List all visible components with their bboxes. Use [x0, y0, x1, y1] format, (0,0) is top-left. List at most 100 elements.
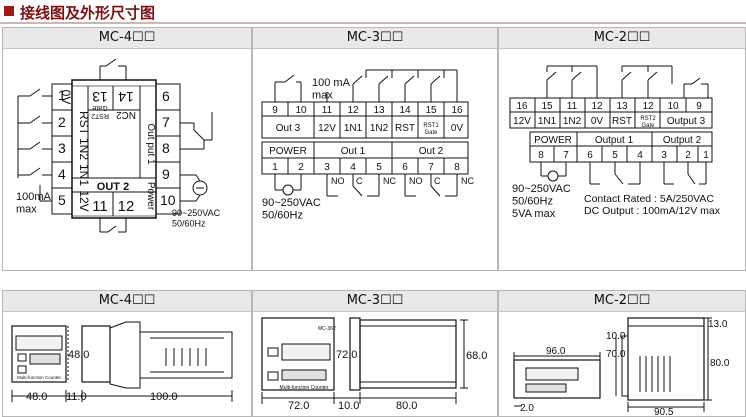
mc2-bottom-number: 3	[661, 150, 667, 161]
mc3-wiring	[261, 69, 469, 197]
mc2-bottom-number: 8	[538, 150, 544, 161]
mc2-bottom-number: 2	[685, 150, 691, 161]
wiring-panel-mc3: MC-3☐☐	[252, 27, 498, 271]
mc2-height-dim: 70.0	[606, 349, 626, 360]
mc4-panel-label: Multi-function Counter	[17, 375, 62, 380]
mc3-top-number: 9	[272, 105, 278, 116]
mc3-top-number: 15	[425, 105, 437, 116]
mc4-left-label: 0V	[59, 90, 73, 105]
mc3-out2-label: Out 2	[419, 146, 444, 157]
mc2-mid-label: 1N2	[563, 116, 582, 127]
mc4-left-number: 4	[58, 166, 66, 182]
mc3-model-label: MC-362	[318, 326, 336, 332]
mc3-bottom-number: 3	[324, 162, 330, 173]
mc3-depth-dim: 80.0	[396, 400, 417, 412]
mc4-dimension-labels: Multi-function Counter 48.0 48.0 11.0 10…	[17, 349, 178, 403]
mc2-bottom-offset-dim: 2.0	[520, 403, 534, 414]
mc4-right-number: 7	[162, 114, 170, 130]
mc3-dimensions	[261, 317, 468, 404]
mc2-side-height-dim: 80.0	[710, 358, 730, 369]
mc3-mid-label: 12V	[318, 123, 336, 134]
mc2-top-number: 9	[696, 101, 702, 112]
mc3-contact-label: C	[356, 176, 363, 186]
mc2-mid-label: 0V	[591, 116, 604, 127]
mc3-width-dim: 72.0	[288, 400, 309, 412]
wiring-panel-mc4: MC-4☐☐	[2, 27, 252, 271]
mc4-left-number: 3	[58, 140, 66, 156]
mc3-bottom-number: 6	[402, 162, 408, 173]
mc2-wiring-labels: 16 15 11 12 13 12 10 9 12V 1N1 1N2 0V RS…	[512, 101, 721, 220]
mc4-height-dim: 48.0	[68, 349, 89, 361]
mc4-wiring	[17, 58, 213, 233]
panel-caption: MC-4☐☐	[3, 291, 251, 312]
mc3-side-height-dim: 68.0	[466, 350, 487, 362]
mc3-power-label: POWER	[269, 146, 307, 157]
mc3-bottom-number: 7	[428, 162, 434, 173]
mc3-wiring-labels: 9 10 11 12 13 14 15 16 Out 3 12V 1N1 1N2…	[262, 77, 474, 222]
mc2-output2-label: Output 2	[663, 135, 702, 146]
mc4-bottom-number: 11	[92, 198, 108, 215]
mc3-top-number: 16	[451, 105, 463, 116]
mc2-mid-label: 1N1	[538, 116, 557, 127]
mc3-mid-label: RST	[395, 123, 415, 134]
mc3-bottom-number: 2	[298, 162, 304, 173]
mc2-bottom-number: 1	[703, 150, 709, 161]
mc2-bottom-number: 4	[637, 150, 643, 161]
mc3-bottom-number: 8	[454, 162, 460, 173]
mc2-top-number: 13	[616, 101, 628, 112]
mc3-panel-label: Multi-function Counter	[280, 385, 329, 391]
mc4-right-number: 6	[162, 88, 170, 104]
mc2-dimension-labels: 96.0 10.0 70.0 13.0 80.0 2.0 90.5	[520, 319, 730, 417]
mc3-contact-label: NO	[409, 176, 423, 186]
mc4-left-label: 12V	[77, 190, 91, 211]
mc2-top-number: 12	[642, 101, 654, 112]
mc2-top-number: 15	[541, 101, 553, 112]
mc2-output1-label: Output 1	[595, 135, 634, 146]
mc3-mid-label: 0V	[451, 123, 464, 134]
mc2-bottom-number: 7	[563, 150, 569, 161]
mc4-out2-label: OUT 2	[97, 181, 129, 193]
mc2-mid-label: Output 3	[667, 116, 706, 127]
section-header: 接线图及外形尺寸图	[0, 0, 746, 24]
mc3-top-number: 12	[347, 105, 359, 116]
mc3-top-number: 11	[322, 105, 333, 116]
mc2-top-number: 12	[591, 101, 603, 112]
mc4-output1-label: Out put 1	[145, 123, 156, 165]
mc2-top-offset-dim: 13.0	[708, 319, 728, 330]
mc3-offset-dim: 10.0	[338, 400, 359, 412]
mc4-inner-label: NC2	[116, 109, 136, 120]
mc3-height-dim: 72.0	[336, 349, 357, 361]
mc3-top-number: 13	[373, 105, 385, 116]
mc4-inner-label: Gate	[92, 104, 107, 111]
mc3-top-number: 14	[399, 105, 411, 116]
mc4-top-number: 14	[118, 89, 134, 105]
mc4-left-label: RST	[77, 111, 91, 136]
mc2-top-number: 16	[516, 101, 528, 112]
mc4-right-number: 8	[162, 140, 170, 156]
mc4-right-number: 10	[160, 192, 176, 208]
mc3-bottom-number: 4	[350, 162, 356, 173]
mc4-width-dim: 48.0	[26, 391, 47, 403]
header-bullet-icon	[4, 6, 14, 16]
mc4-depth-dim: 100.0	[150, 391, 178, 403]
mc2-mid-label: 12V	[513, 116, 531, 127]
mc2-power-label: POWER	[534, 135, 572, 146]
mc3-mid-label: 1N1	[344, 123, 363, 134]
mc4-left-number: 1	[58, 87, 66, 103]
mc2-width-dim: 96.0	[546, 346, 566, 357]
mc2-depth-dim: 90.5	[654, 407, 674, 417]
mc4-left-label: 1N2	[77, 138, 91, 160]
mc2-top-number: 10	[667, 101, 679, 112]
mc3-top-number: 10	[295, 105, 307, 116]
panel-caption: MC-2☐☐	[499, 28, 745, 49]
mc4-left-number: 2	[58, 114, 66, 130]
panel-caption: MC-2☐☐	[499, 291, 745, 312]
mc2-dimensions	[513, 317, 712, 412]
mc3-out1-label: Out 1	[341, 146, 366, 157]
panel-caption: MC-4☐☐	[3, 28, 251, 49]
